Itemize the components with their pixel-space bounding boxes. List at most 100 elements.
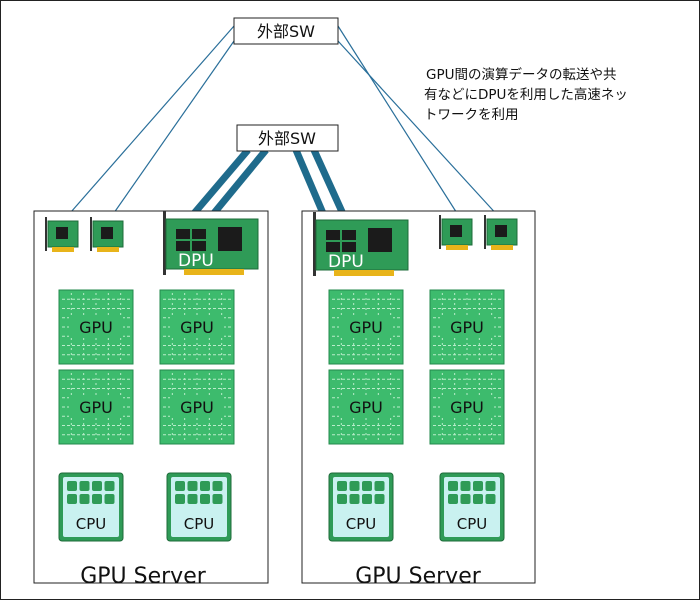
dpu-port-icon <box>342 230 356 240</box>
nic-bracket <box>45 217 47 251</box>
annotation-line-1: GPU間の演算データの転送や共 <box>426 66 616 83</box>
annotation-line-3: トワークを利用 <box>424 107 519 123</box>
gpu-module: GPU <box>159 369 235 445</box>
cpu-core-icon <box>175 494 185 504</box>
gpu-module: GPU <box>429 369 505 445</box>
cpu-core-icon <box>362 481 372 491</box>
dpu-port-icon <box>342 242 356 252</box>
thin-cables <box>63 25 501 221</box>
gpu-label: GPU <box>79 318 113 337</box>
server-title: GPU Server <box>355 564 482 589</box>
gpu-label-bg <box>170 316 224 338</box>
gpu-module: GPU <box>58 369 134 445</box>
nic-chip-icon <box>450 225 462 237</box>
gpu-server-1: DPU GPU GPU GPU GPU CPU CPU GPU Server <box>33 210 269 589</box>
cpu-core-icon <box>67 481 77 491</box>
dpu-port-icon <box>326 242 340 252</box>
gpu-label: GPU <box>180 398 214 417</box>
nic-card <box>484 215 518 250</box>
cpu-core-icon <box>92 481 102 491</box>
cpu-core-icon <box>79 494 90 504</box>
cpu-core-icon <box>212 481 223 491</box>
cpu-chip: CPU <box>328 472 394 542</box>
cpu-core-icon <box>200 494 210 504</box>
cpu-core-icon <box>337 494 347 504</box>
cpu-chip: CPU <box>58 472 124 542</box>
cpu-core-icon <box>349 481 360 491</box>
server-title: GPU Server <box>80 564 207 589</box>
cpu-core-icon <box>349 494 360 504</box>
cpu-label: CPU <box>184 515 215 533</box>
nic-bracket <box>484 215 486 249</box>
cpu-core-icon <box>337 481 347 491</box>
cpu-die <box>333 477 389 537</box>
nic-connector <box>97 247 119 252</box>
cpu-core-icon <box>448 481 458 491</box>
dpu-port-icon <box>192 229 206 239</box>
cpu-core-icon <box>448 494 458 504</box>
gpu-circuit-pattern <box>433 293 501 361</box>
dpu-card: DPU <box>163 211 259 275</box>
gpu-label-bg <box>69 316 123 338</box>
cpu-core-icon <box>187 481 198 491</box>
cpu-chip: CPU <box>439 472 505 542</box>
cpu-label: CPU <box>457 515 488 533</box>
cpu-label: CPU <box>76 515 107 533</box>
cpu-die <box>63 477 119 537</box>
server-layer: DPU GPU GPU GPU GPU CPU CPU GPU Server DPU GPU GPU… <box>33 210 536 589</box>
cpu-die <box>171 477 227 537</box>
nic-connector <box>446 245 468 250</box>
gpu-label-bg <box>69 396 123 418</box>
gpu-label: GPU <box>450 398 484 417</box>
switch-top-label: 外部SW <box>257 22 315 41</box>
gpu-label: GPU <box>79 398 113 417</box>
nic-board <box>47 220 79 248</box>
cpu-core-icon <box>79 481 90 491</box>
dpu-bracket <box>163 211 166 275</box>
cpu-core-icon <box>175 481 185 491</box>
gpu-label: GPU <box>349 398 383 417</box>
cpu-core-icon <box>473 494 483 504</box>
dpu-connector <box>334 270 394 276</box>
cpu-core-icon <box>460 494 471 504</box>
nic-chip-icon <box>56 227 68 239</box>
gpu-module: GPU <box>429 289 505 365</box>
cpu-core-icon <box>374 494 385 504</box>
cpu-core-icon <box>362 494 372 504</box>
gpu-server-2: DPU GPU GPU GPU GPU CPU CPU GPU Server <box>301 210 536 589</box>
nic-bracket <box>439 215 441 249</box>
cpu-core-icon <box>200 481 210 491</box>
dpu-connector <box>184 269 244 275</box>
nic-card <box>439 215 473 250</box>
dpu-port-icon <box>326 230 340 240</box>
dpu-port-icon <box>192 241 206 251</box>
gpu-label-bg <box>339 396 393 418</box>
dpu-processor-icon <box>368 228 392 252</box>
nic-connector <box>491 245 513 250</box>
cpu-core-icon <box>473 481 483 491</box>
gpu-module: GPU <box>58 289 134 365</box>
gpu-label: GPU <box>349 318 383 337</box>
switch-top: 外部SW <box>233 17 339 45</box>
gpu-label: GPU <box>180 318 214 337</box>
dpu-label: DPU <box>328 252 364 272</box>
cpu-chip: CPU <box>166 472 232 542</box>
nic-chip-icon <box>101 227 113 239</box>
nic-card <box>90 217 124 252</box>
cpu-core-icon <box>104 481 115 491</box>
cpu-core-icon <box>374 481 385 491</box>
nic-board <box>92 220 124 248</box>
cpu-label: CPU <box>346 515 377 533</box>
gpu-label-bg <box>440 396 494 418</box>
dpu-port-icon <box>176 229 190 239</box>
dpu-label: DPU <box>178 251 214 271</box>
cpu-core-icon <box>212 494 223 504</box>
annotation: GPU間の演算データの転送や共 有などにDPUを利用した高速ネッ トワークを利用 <box>424 66 628 123</box>
cpu-die <box>444 477 500 537</box>
gpu-label: GPU <box>450 318 484 337</box>
cpu-core-icon <box>104 494 115 504</box>
cpu-core-icon <box>460 481 471 491</box>
nic-card <box>45 217 79 252</box>
gpu-module: GPU <box>328 289 404 365</box>
